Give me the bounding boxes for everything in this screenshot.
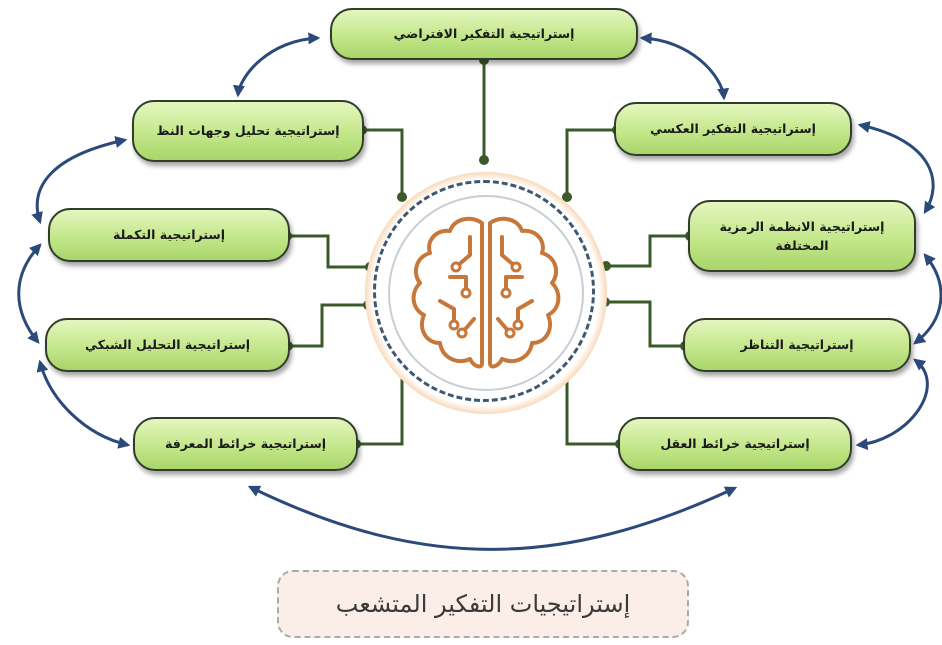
- strategy-left-3-label: إستراتيجية التحليل الشبكي: [84, 337, 251, 353]
- strategy-top-label: إستراتيجية التفكير الافتراضي: [393, 26, 575, 42]
- strategy-right-4-label: إستراتيجية خرائط العقل: [660, 436, 810, 452]
- strategy-right-2[interactable]: إستراتيجية الانظمة الرمزية المختلفة: [688, 200, 916, 272]
- arrow-right-3-4: [855, 358, 929, 451]
- arrow-left-2-3: [17, 243, 42, 344]
- arrow-bottom: [247, 485, 738, 551]
- strategy-left-2-label: إستراتيجية التكملة: [113, 227, 225, 243]
- strategy-right-3[interactable]: إستراتيجية التناظر: [683, 318, 911, 372]
- arrow-right-1-2: [857, 121, 936, 215]
- strategy-top[interactable]: إستراتيجية التفكير الافتراضي: [330, 8, 638, 60]
- strategy-left-4[interactable]: إستراتيجية خرائط المعرفة: [133, 417, 358, 471]
- strategy-right-3-label: إستراتيجية التناظر: [740, 337, 854, 353]
- arrow-top-left: [232, 32, 321, 98]
- diagram-title: إستراتيجيات التفكير المتشعب: [335, 590, 631, 618]
- strategy-left-3[interactable]: إستراتيجية التحليل الشبكي: [45, 318, 290, 372]
- strategy-left-1-label: إستراتيجية تحليل وجهات النظ: [156, 123, 340, 139]
- spoke-connectors: [287, 60, 690, 446]
- diagram-title-box: إستراتيجيات التفكير المتشعب: [277, 570, 689, 638]
- brain-circuit-icon: [411, 216, 561, 369]
- strategy-left-4-label: إستراتيجية خرائط المعرفة: [164, 436, 327, 452]
- strategy-right-1-label: إستراتيجية التفكير العكسي: [650, 121, 816, 137]
- strategy-left-2[interactable]: إستراتيجية التكملة: [48, 208, 290, 262]
- arrow-left-3-4: [36, 359, 131, 449]
- strategy-right-1[interactable]: إستراتيجية التفكير العكسي: [614, 102, 852, 156]
- arrow-top-right: [639, 32, 730, 101]
- strategy-right-4[interactable]: إستراتيجية خرائط العقل: [618, 417, 852, 471]
- arrow-left-1-2: [31, 136, 128, 225]
- dashed-ring: [373, 180, 595, 402]
- brain-hub: [365, 172, 607, 414]
- strategy-right-2-label: إستراتيجية الانظمة الرمزية المختلفة: [719, 218, 885, 253]
- cycle-arrows: [17, 32, 942, 551]
- arrow-right-2-3: [913, 253, 942, 345]
- brain-circle: [388, 195, 584, 391]
- strategy-left-1[interactable]: إستراتيجية تحليل وجهات النظ: [132, 100, 364, 162]
